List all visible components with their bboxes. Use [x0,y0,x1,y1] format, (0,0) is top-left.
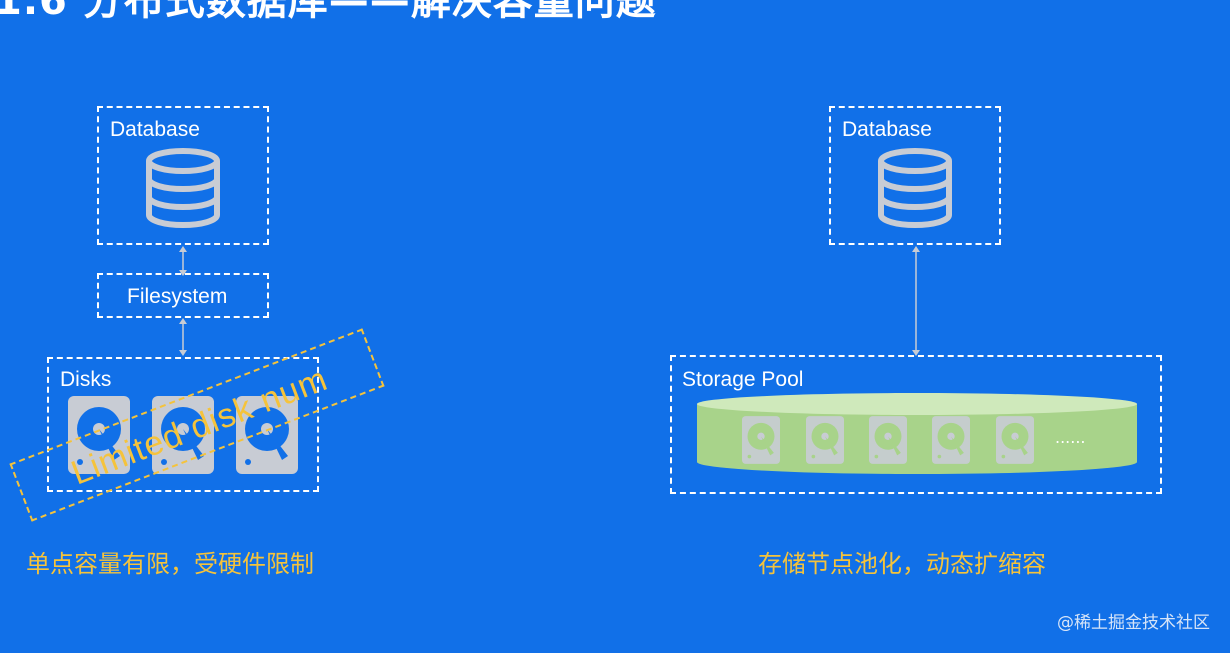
hard-disk-icon [932,416,970,464]
storage-pool-box [670,355,1162,494]
pool-more-ellipsis: ...... [1055,428,1086,447]
disks-box [47,357,319,492]
left-database-box [97,106,269,245]
disks-label: Disks [60,368,112,391]
right-database-label: Database [842,118,932,141]
watermark: @稀土掘金技术社区 [1057,613,1210,633]
left-database-label: Database [110,118,200,141]
hard-disk-icon [996,416,1034,464]
hard-disk-icon [152,396,214,474]
filesystem-label: Filesystem [127,285,228,308]
left-caption: 单点容量有限，受硬件限制 [26,550,314,578]
slide-title: 1.6 分布式数据库——解决容量问题 [0,0,657,24]
hard-disk-icon [68,396,130,474]
storage-pool-label: Storage Pool [682,368,804,391]
right-database-box [829,106,1001,245]
hard-disk-icon [806,416,844,464]
filesystem-box [97,273,269,318]
fs-disks-connector [179,318,187,356]
database-icon [146,148,220,228]
right-caption: 存储节点池化，动态扩缩容 [758,550,1046,578]
db-pool-connector [912,246,920,356]
hard-disk-icon [742,416,780,464]
database-icon [878,148,952,228]
hard-disk-icon [869,416,907,464]
hard-disk-icon [236,396,298,474]
